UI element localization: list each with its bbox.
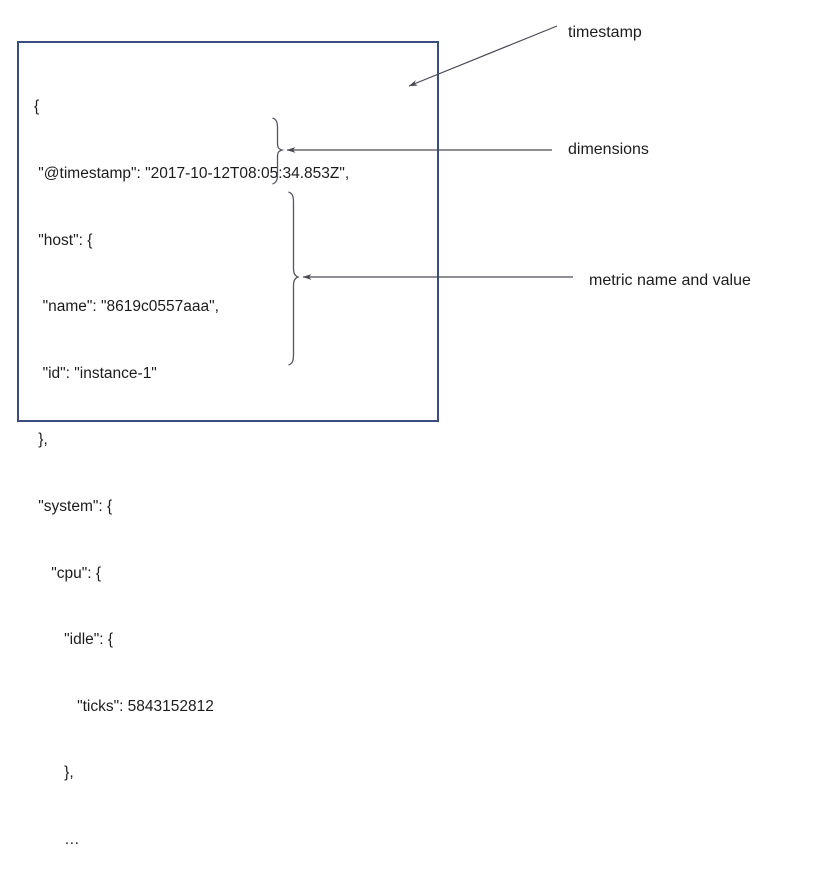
- annotation-label-timestamp: timestamp: [568, 24, 642, 41]
- json-document-box: { "@timestamp": "2017-10-12T08:05:34.853…: [17, 41, 439, 848]
- annotation-label-dimensions: dimensions: [568, 141, 649, 158]
- json-line: {: [34, 98, 40, 116]
- json-line-ticks: "ticks": 5843152812: [34, 697, 214, 715]
- json-line-idle-close: },: [34, 764, 74, 782]
- json-line-system-open: "system": {: [34, 497, 113, 515]
- json-line-ellipsis: …: [34, 830, 80, 848]
- json-code-block: { "@timestamp": "2017-10-12T08:05:34.853…: [34, 52, 349, 874]
- json-line-timestamp: "@timestamp": "2017-10-12T08:05:34.853Z"…: [34, 165, 350, 182]
- json-line-host-open: "host": {: [34, 231, 93, 249]
- json-line-idle-open: "idle": {: [34, 631, 114, 649]
- json-line-host-id: "id": "instance-1": [34, 364, 157, 382]
- json-line-cpu-open: "cpu": {: [34, 564, 102, 582]
- annotation-label-metric: metric name and value: [589, 272, 751, 289]
- json-line-host-close: },: [34, 431, 48, 449]
- json-annotation-diagram: { "@timestamp": "2017-10-12T08:05:34.853…: [17, 24, 751, 848]
- json-line-host-name: "name": "8619c0557aaa",: [34, 298, 219, 316]
